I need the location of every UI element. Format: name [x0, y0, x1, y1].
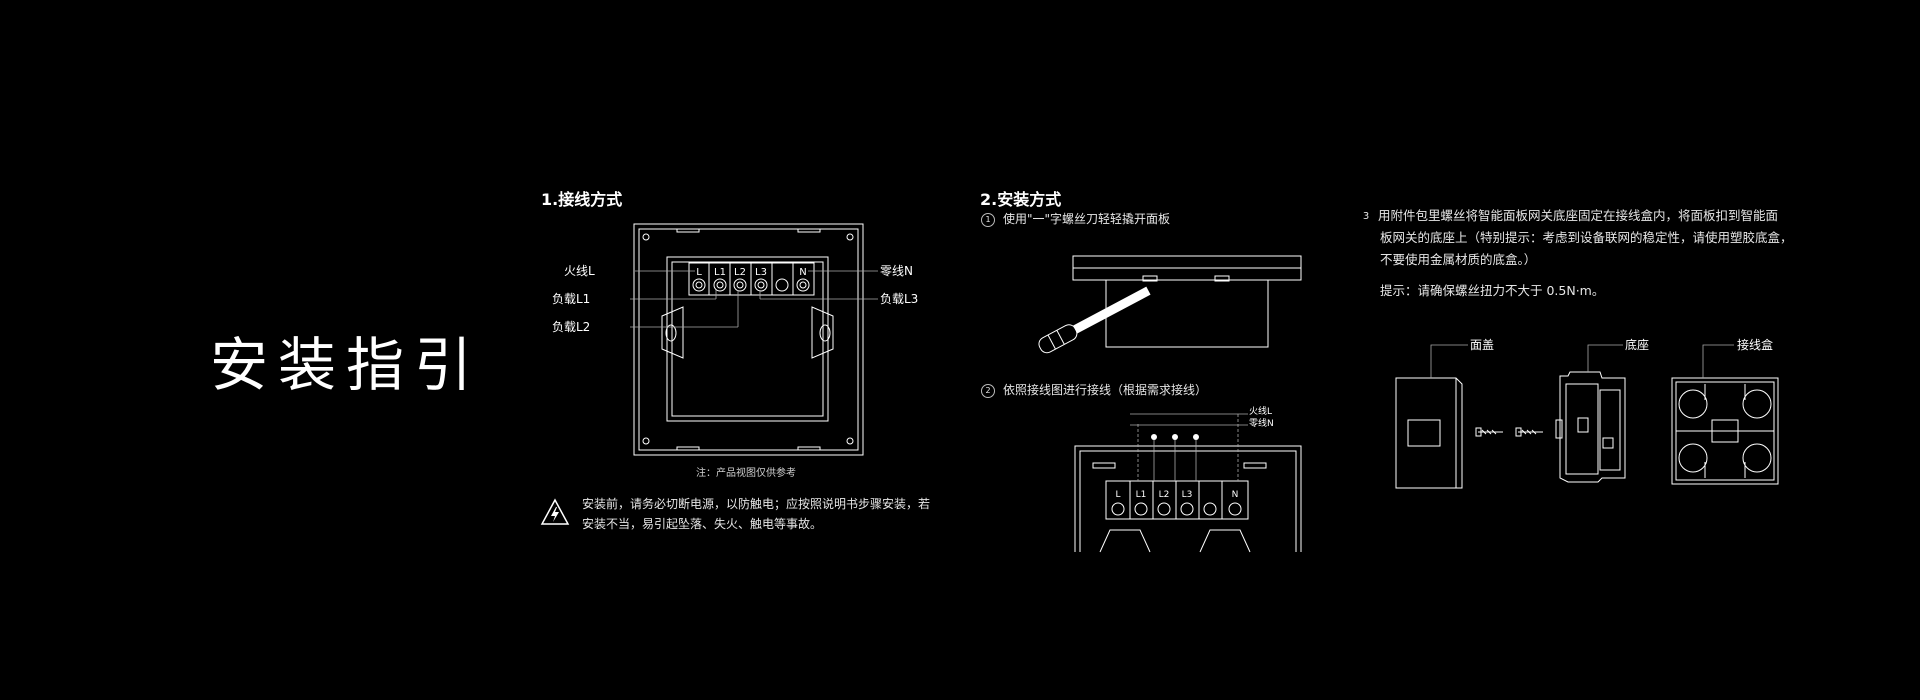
install-heading: 2.安装方式: [980, 190, 1062, 209]
label-cover: 面盖: [1470, 338, 1494, 352]
view-note: 注：产品视图仅供参考: [696, 468, 796, 479]
wiring-heading: 1.接线方式: [541, 190, 623, 209]
step3-number: 3: [1362, 211, 1370, 222]
step2-number: 2: [981, 384, 995, 398]
label-box: 接线盒: [1737, 337, 1773, 352]
label-base: 底座: [1625, 337, 1649, 352]
terminal-label: L2: [1159, 490, 1170, 500]
assembly-diagram: 面盖 底座 接线盒: [1395, 337, 1779, 489]
pry-panel-diagram: [1038, 255, 1302, 354]
terminal-label: L3: [755, 267, 767, 278]
warning-text-2: 安装不当，易引起坠落、失火、触电等事故。: [582, 517, 823, 531]
terminal-label: N: [799, 267, 806, 278]
label-load3: 负载L3: [880, 292, 918, 306]
terminal-label: L: [696, 267, 702, 278]
wire-neutral-label: 零线N: [1249, 417, 1274, 429]
wiring-install-diagram: L L1 L2 L3 N 火线L 零线N: [1074, 405, 1302, 553]
terminal-label: L3: [1182, 490, 1193, 500]
label-neutral: 零线N: [880, 264, 913, 278]
label-load2: 负载L2: [552, 320, 590, 334]
terminal-label: L1: [714, 267, 726, 278]
terminal-label: L1: [1136, 490, 1147, 500]
terminal-label: L2: [734, 267, 746, 278]
terminal-label: L: [1115, 490, 1120, 500]
warning-icon: [540, 498, 570, 525]
page-title: 安装指引: [210, 331, 483, 399]
wiring-diagram: L L1 L2 L3 N 火线L 负载L1 负载L2 零线N 负载L3: [552, 223, 918, 456]
wire-live-label: 火线L: [1249, 405, 1272, 417]
label-live: 火线L: [564, 264, 595, 278]
label-load1: 负载L1: [552, 292, 590, 306]
step1-number: 1: [981, 213, 995, 227]
terminal-label: N: [1232, 490, 1239, 500]
torque-tip: 提示：请确保螺丝扭力不大于 0.5N·m。: [1380, 283, 1605, 298]
warning-text-1: 安装前，请务必切断电源，以防触电；应按照说明书步骤安装，若: [582, 497, 931, 511]
